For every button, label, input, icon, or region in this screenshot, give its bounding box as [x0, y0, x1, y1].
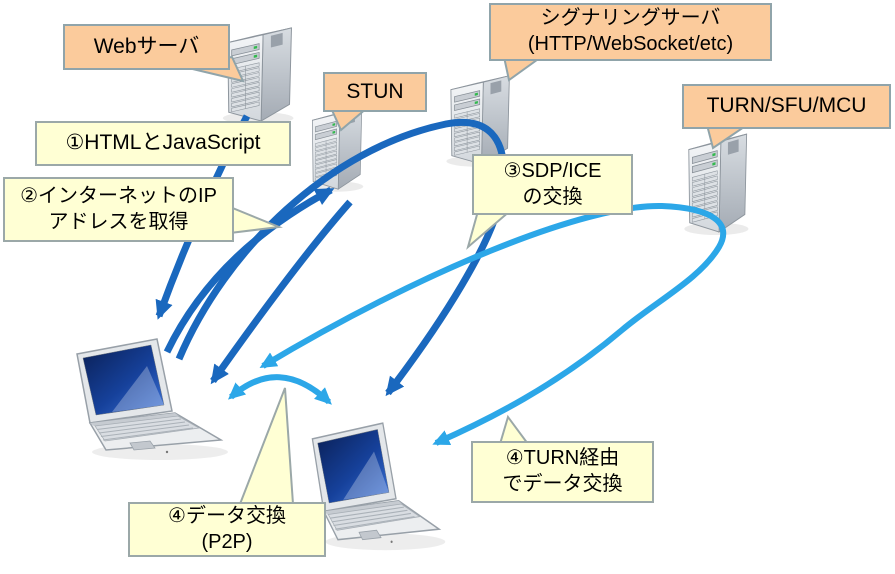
turn-server-label: TURN/SFU/MCU	[682, 84, 891, 129]
laptop-right-icon	[311, 422, 447, 551]
step2-callout: ②インターネットのIP アドレスを取得	[3, 177, 234, 242]
stun-server-label: STUN	[323, 72, 427, 112]
signaling-server-label-line1: シグナリングサーバ	[540, 7, 721, 30]
signaling-server-label-line2: (HTTP/WebSocket/etc)	[527, 33, 734, 55]
stun-server-label-text: STUN	[346, 79, 404, 103]
step2-callout-line1: ②インターネットのIP	[20, 184, 217, 207]
laptop-left-icon	[76, 338, 229, 461]
step1-callout-text: ①HTMLとJavaScript	[65, 131, 261, 155]
signaling-server-label: シグナリングサーバ (HTTP/WebSocket/etc)	[489, 3, 772, 61]
step4-turn-callout-line1: ④TURN経由	[505, 447, 620, 470]
turn-server-label-text: TURN/SFU/MCU	[706, 94, 867, 118]
web-server-label: Webサーバ	[63, 24, 230, 70]
step4-turn-callout-line2: でデータ交換	[502, 473, 623, 495]
step3-callout-line2: の交換	[522, 185, 583, 208]
step3-callout-line1: ③SDP/ICE	[503, 159, 602, 182]
step4-p2p-callout-tail	[238, 387, 295, 505]
arrow-step3-signaling-exchange	[175, 119, 508, 397]
step4-p2p-callout-line2: (P2P)	[201, 530, 253, 553]
arrow-step2-laptop-to-stun	[163, 186, 335, 354]
step4-turn-callout: ④TURN経由 でデータ交換	[471, 441, 654, 503]
step2-callout-line2: アドレスを取得	[48, 210, 189, 233]
arrow-step4-turn-relay	[259, 202, 727, 446]
arrow-step2-stun-to-laptop	[210, 199, 353, 385]
web-server-label-text: Webサーバ	[93, 34, 200, 58]
step4-p2p-callout-line1: ④データ交換	[168, 504, 286, 527]
step3-callout: ③SDP/ICE の交換	[472, 154, 633, 215]
step1-callout: ①HTMLとJavaScript	[35, 121, 291, 166]
step4-p2p-callout: ④データ交換 (P2P)	[128, 502, 326, 557]
step4-turn-callout-tail	[498, 414, 530, 445]
arrow-step4-p2p	[227, 374, 332, 405]
